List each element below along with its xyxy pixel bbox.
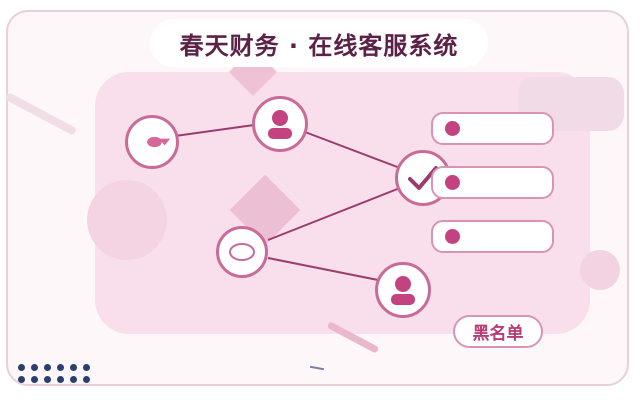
list-item[interactable] (431, 220, 554, 253)
user-avatar-icon (391, 276, 415, 305)
node-chat-left[interactable] (125, 115, 179, 169)
chat-bubble-icon (229, 243, 255, 261)
connector-agent-top-hub (304, 131, 401, 169)
blacklist-button[interactable]: 黑名单 (453, 315, 543, 348)
decorative-circle-left (87, 180, 167, 260)
connector-chat-left-agent-top (174, 124, 255, 137)
page-title-text: 春天财务 · 在线客服系统 (179, 31, 459, 60)
list-item[interactable] (431, 112, 554, 145)
blacklist-button-label: 黑名单 (472, 324, 524, 344)
dot-icon (445, 229, 460, 244)
checkmark-icon (408, 166, 438, 190)
connector-chat-middle-agent-bottom (267, 257, 379, 281)
dot-icon (445, 121, 460, 136)
user-avatar-icon (268, 110, 292, 139)
connector-chat-middle-hub (267, 187, 401, 241)
node-chat-middle[interactable] (216, 226, 268, 278)
list-item[interactable] (431, 166, 554, 199)
node-agent-bottom[interactable] (375, 262, 431, 318)
chat-bubble-icon (147, 136, 171, 148)
decorative-circle-right (580, 250, 620, 290)
page-title: 春天财务 · 在线客服系统 (150, 19, 488, 67)
dot-icon (445, 175, 460, 190)
node-agent-top[interactable] (252, 96, 308, 152)
